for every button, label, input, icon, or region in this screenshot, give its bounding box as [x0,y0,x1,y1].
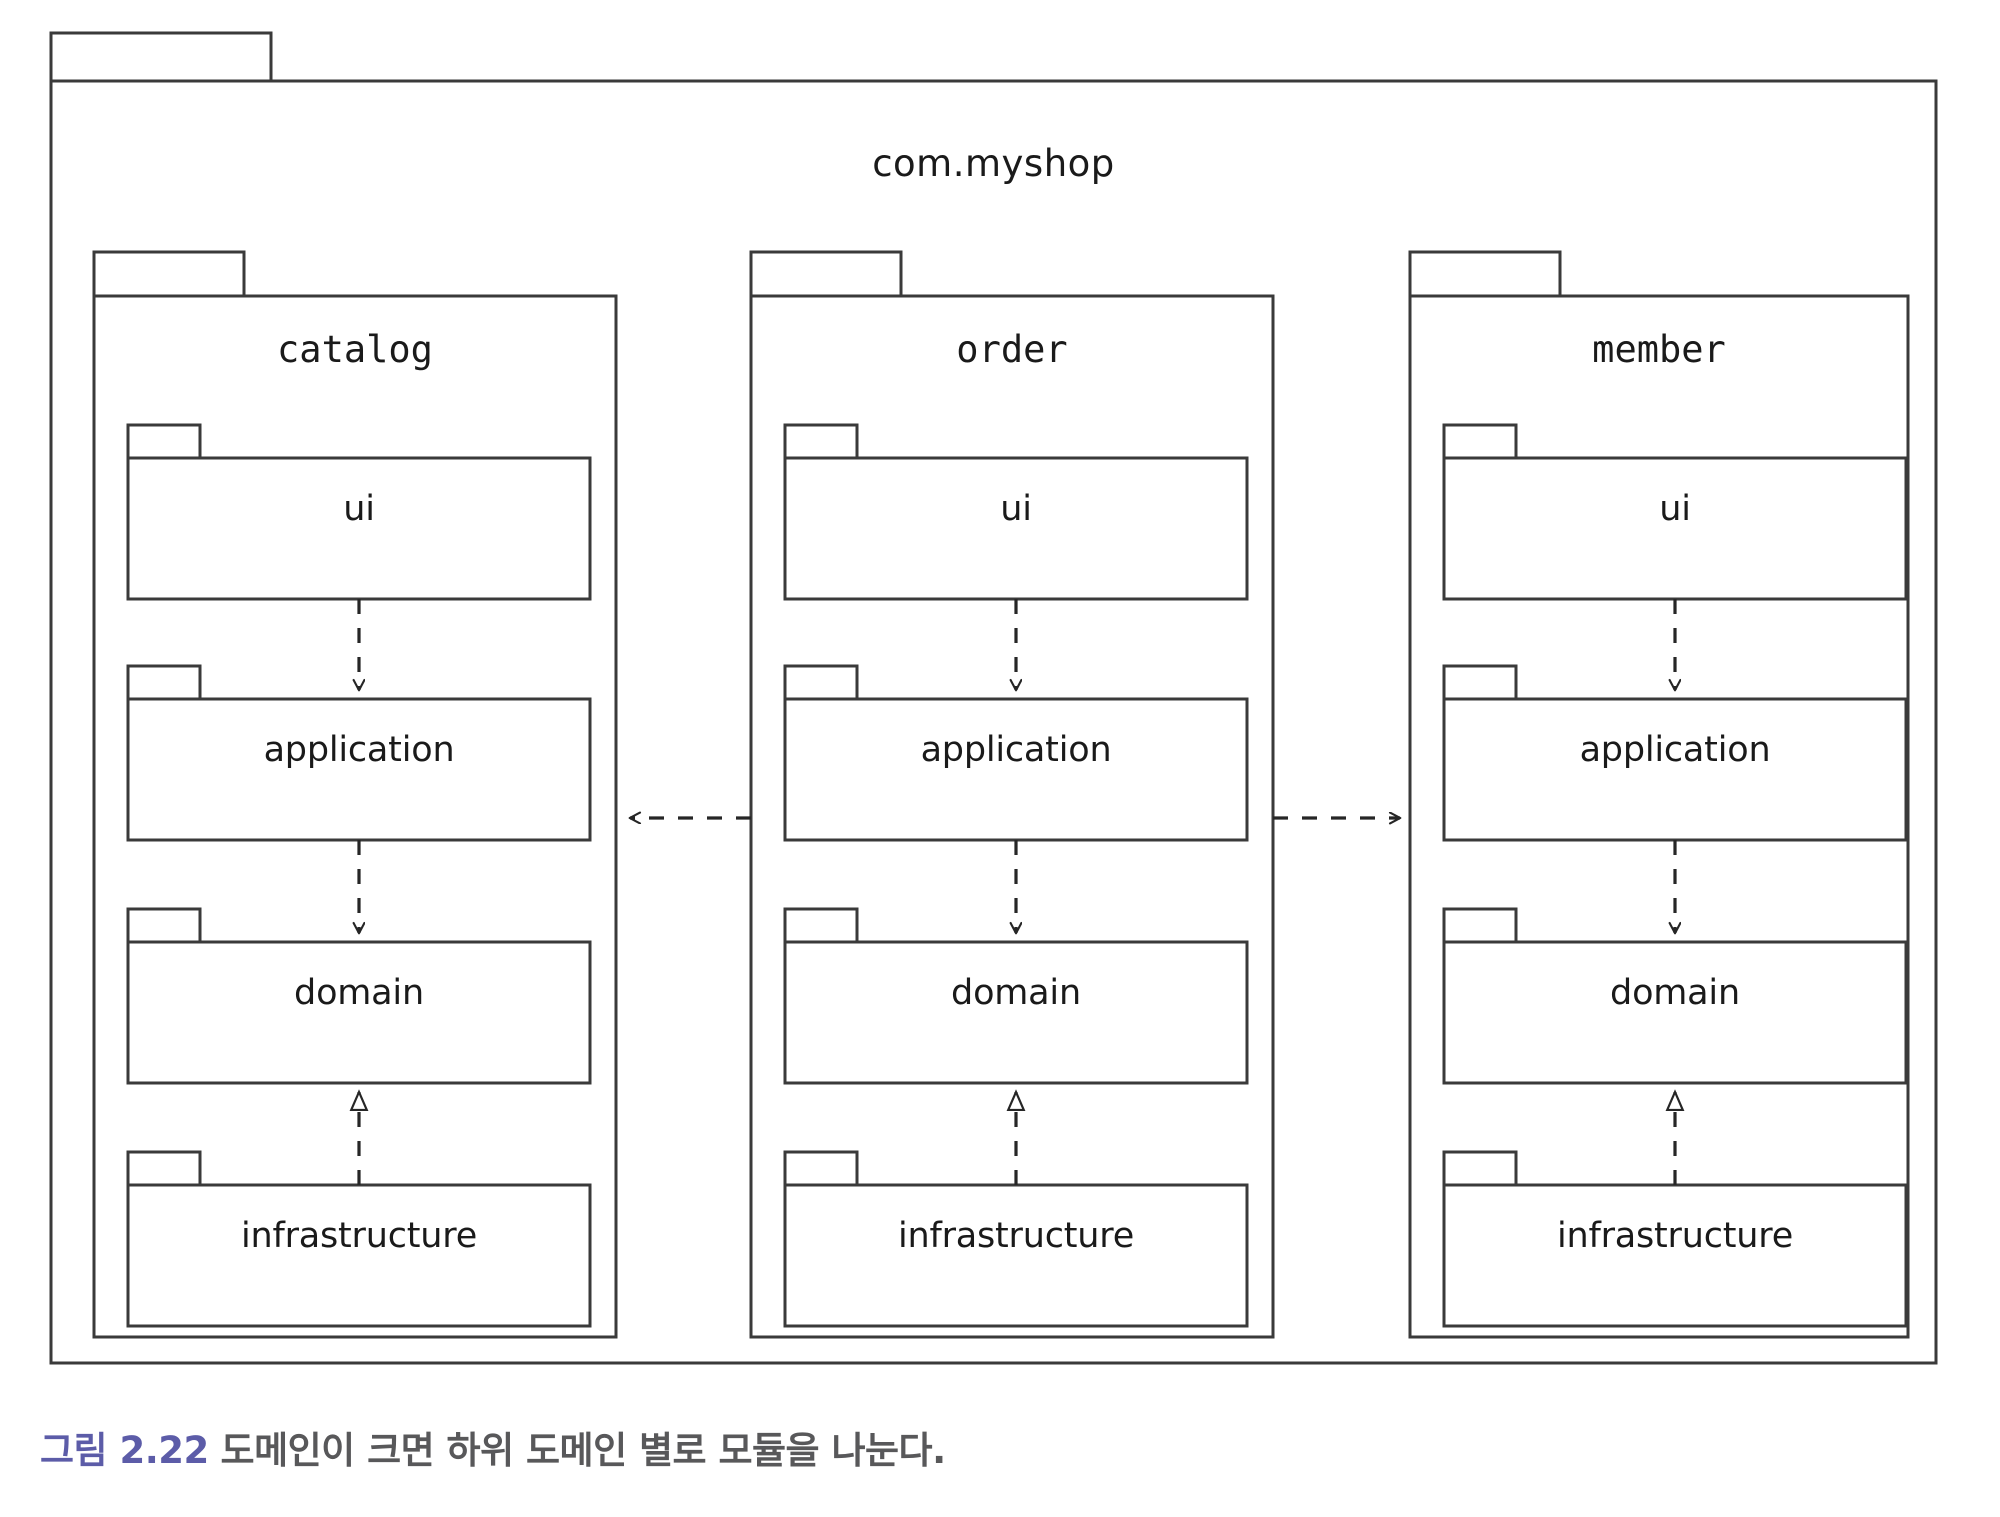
package-diagram: com.myshop catalog ui application domain… [49,31,1938,1365]
catalog-infrastructure-body [126,1183,592,1328]
catalog-package-tab [92,250,246,298]
order-domain-label: domain [951,973,1081,1013]
member-infrastructure-label: infrastructure [1556,1216,1794,1256]
member-package-label: member [1592,328,1726,371]
member-domain-body [1442,940,1908,1085]
member-package-tab [1408,250,1562,298]
catalog-package-label: catalog [277,328,433,371]
order-package-tab [749,250,903,298]
catalog-application-body [126,697,592,842]
member-ui-tab [1442,423,1518,460]
catalog-domain-body [126,940,592,1085]
member-ui-label: ui [1659,489,1691,529]
member-domain-tab [1442,907,1518,944]
catalog-infrastructure-tab [126,1150,202,1187]
diagram-canvas [49,31,1938,1365]
figure-caption-number: 그림 2.22 [40,1429,209,1472]
catalog-domain-label: domain [294,973,424,1013]
root-package-tab [49,31,273,83]
member-application-tab [1442,664,1518,701]
catalog-application-label: application [263,730,455,770]
member-application-label: application [1579,730,1771,770]
catalog-domain-tab [126,907,202,944]
order-domain-body [783,940,1249,1085]
order-infrastructure-label: infrastructure [897,1216,1135,1256]
order-ui-body [783,456,1249,601]
member-infrastructure-tab [1442,1150,1518,1187]
caption-space [209,1429,221,1472]
member-infrastructure-body [1442,1183,1908,1328]
order-infrastructure-tab [783,1150,859,1187]
order-ui-tab [783,423,859,460]
catalog-infrastructure-label: infrastructure [240,1216,478,1256]
order-application-tab [783,664,859,701]
figure-caption-text: 도메인이 크면 하위 도메인 별로 모듈을 나눈다. [220,1429,947,1472]
member-domain-label: domain [1610,973,1740,1013]
root-package-label: com.myshop [872,142,1115,185]
catalog-ui-label: ui [343,489,375,529]
order-domain-tab [783,907,859,944]
order-ui-label: ui [1000,489,1032,529]
catalog-ui-tab [126,423,202,460]
catalog-application-tab [126,664,202,701]
order-application-label: application [920,730,1112,770]
order-infrastructure-body [783,1183,1249,1328]
member-application-body [1442,697,1908,842]
catalog-ui-body [126,456,592,601]
order-package-label: order [956,328,1068,371]
figure-caption: 그림 2.22 도메인이 크면 하위 도메인 별로 모듈을 나눈다. [40,1428,1940,1474]
